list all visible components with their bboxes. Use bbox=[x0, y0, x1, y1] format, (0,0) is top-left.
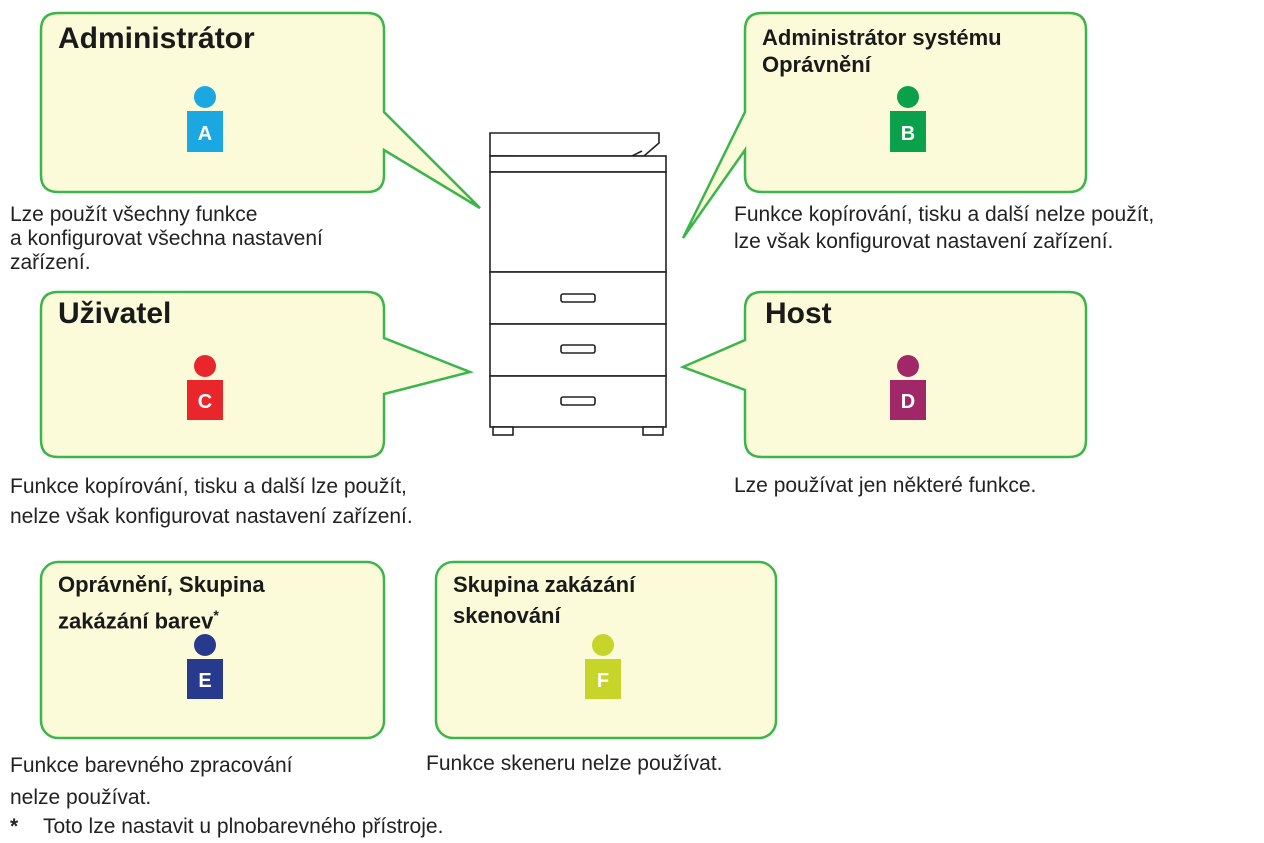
desc-sysadmin: Funkce kopírování, tisku a další nelze p… bbox=[734, 201, 1154, 255]
user-letter-c: C bbox=[198, 391, 212, 413]
bubble-host bbox=[679, 290, 1088, 459]
footnote: * Toto lze nastavit u plnobarevného příst… bbox=[10, 815, 443, 839]
desc-color-line2: nelze používat. bbox=[10, 786, 152, 809]
footnote-marker: * bbox=[213, 607, 219, 623]
desc-user-line1: Funkce kopírování, tisku a další lze pou… bbox=[10, 475, 407, 498]
user-letter-b: B bbox=[901, 123, 915, 145]
footnote-asterisk: * bbox=[10, 815, 19, 838]
role-title-user: Uživatel bbox=[58, 297, 172, 330]
desc-color-line1: Funkce barevného zpracování bbox=[10, 754, 293, 777]
role-title-color-line2: zakázání barev bbox=[58, 608, 214, 634]
role-title-sysadmin-line2: Oprávnění bbox=[762, 52, 871, 77]
user-icon-a bbox=[187, 86, 223, 152]
desc-administrator: Lze použít všechny funkce a konfigurovat… bbox=[10, 203, 323, 275]
desc-user: Funkce kopírování, tisku a další lze pou… bbox=[10, 472, 413, 532]
printer-icon bbox=[489, 132, 667, 436]
desc-host: Lze používat jen některé funkce. bbox=[734, 472, 1036, 499]
user-icon-d bbox=[890, 355, 926, 420]
role-title-scan-line2: skenování bbox=[453, 603, 561, 628]
user-icon-e bbox=[187, 634, 223, 699]
desc-scan-group: Funkce skeneru nelze používat. bbox=[426, 750, 723, 777]
desc-administrator-line3: zařízení. bbox=[10, 251, 91, 274]
drawer-handle bbox=[560, 293, 596, 303]
desc-user-line2: nelze však konfigurovat nastavení zaříze… bbox=[10, 505, 413, 528]
bubble-administrator bbox=[39, 11, 481, 210]
desc-sysadmin-line2: lze však konfigurovat nastavení zařízení… bbox=[734, 230, 1114, 253]
desc-scan-line1: Funkce skeneru nelze používat. bbox=[426, 752, 723, 775]
role-title-administrator: Administrátor bbox=[58, 22, 255, 55]
user-icon-c bbox=[187, 355, 223, 420]
role-title-sysadmin: Administrátor systému Oprávnění bbox=[762, 24, 1002, 78]
role-title-sysadmin-line1: Administrátor systému bbox=[762, 25, 1002, 50]
bubble-user bbox=[39, 290, 475, 459]
user-icon-b bbox=[890, 86, 926, 152]
drawer-handle bbox=[560, 396, 596, 406]
role-title-color-line1: Oprávnění, Skupina bbox=[58, 572, 265, 597]
user-letter-e: E bbox=[198, 670, 211, 692]
role-title-host: Host bbox=[765, 297, 832, 330]
desc-host-line1: Lze používat jen některé funkce. bbox=[734, 474, 1037, 497]
role-title-color-group: Oprávnění, Skupina zakázání barev* bbox=[58, 569, 265, 636]
desc-color-group: Funkce barevného zpracování nelze použív… bbox=[10, 750, 293, 814]
role-title-scan-line1: Skupina zakázání bbox=[453, 572, 636, 597]
desc-sysadmin-line1: Funkce kopírování, tisku a další nelze p… bbox=[734, 203, 1155, 226]
user-icon-f bbox=[585, 634, 621, 699]
desc-administrator-line1: Lze použít všechny funkce bbox=[10, 203, 258, 226]
desc-administrator-line2: a konfigurovat všechna nastavení bbox=[10, 227, 323, 250]
footnote-text: Toto lze nastavit u plnobarevného přístr… bbox=[43, 815, 444, 838]
user-letter-f: F bbox=[597, 670, 609, 692]
user-letter-d: D bbox=[901, 391, 915, 413]
role-title-scan-group: Skupina zakázání skenování bbox=[453, 569, 635, 631]
user-letter-a: A bbox=[198, 123, 212, 145]
bubble-sysadmin bbox=[681, 11, 1088, 239]
drawer-handle bbox=[560, 344, 596, 354]
